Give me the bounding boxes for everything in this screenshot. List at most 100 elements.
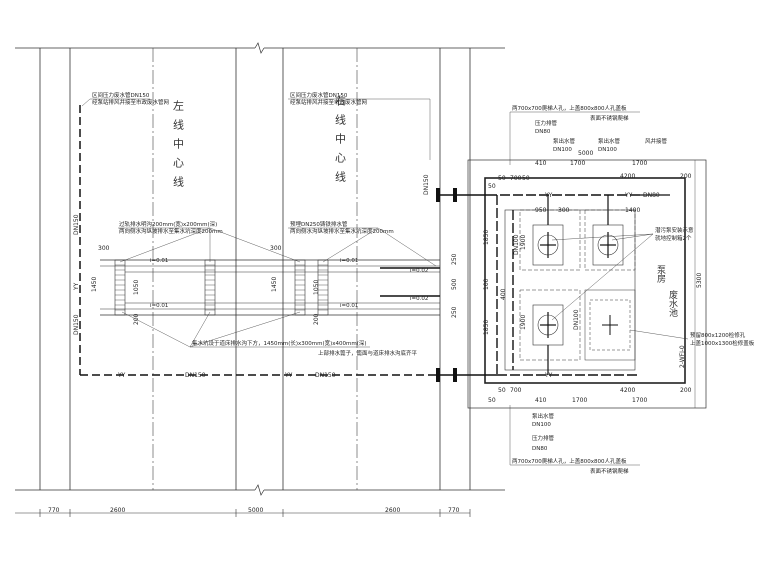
track-dim-1450-a: 1450: [91, 277, 98, 292]
dim-1400: 1400: [625, 207, 640, 214]
pipe-note-right-2: 经泵站排风井接至市政废水管网: [290, 98, 368, 106]
manhole-top-left: [519, 209, 581, 271]
dim-1700-b: 1700: [632, 160, 647, 167]
bot-note-1: 两700x700爬梯人孔，上盖800x800人孔盖板: [512, 457, 627, 465]
slope-label-1: i=0.01: [150, 258, 168, 264]
hatch-note-1: 预留800x1200检修孔: [690, 331, 746, 339]
note-grate-1: 过轨排水明沟200mm(宽)x200mm(深): [119, 220, 217, 228]
track-dim-300-b: 300: [270, 245, 282, 252]
pump-room-label: 泵房: [655, 265, 666, 284]
leader-grate-a: [119, 227, 211, 263]
left-pipe-dn150: DN150: [73, 214, 80, 235]
dim-700-bot: 700: [510, 387, 522, 394]
pump-note-1: 潜污泵安装示意: [655, 226, 694, 234]
dim-50-top-b: 50: [488, 183, 496, 190]
pipe-note-left-1: 区间压力废水管DN150: [92, 91, 150, 99]
dim-50-top-a: 50: [498, 175, 506, 182]
pump-3: [532, 304, 564, 346]
bottom-dim-2600-a: 2600: [110, 507, 125, 514]
track-dim-1450-b: 1450: [271, 277, 278, 292]
dim-200-bot: 200: [680, 387, 692, 394]
dim-200-top: 200: [680, 173, 692, 180]
note-pipe-1: 预埋DN250铸铁排水管: [290, 220, 348, 228]
leader-pit-a: [121, 311, 191, 348]
left-centerline-label: 左线中心线: [172, 100, 185, 195]
dim-300: 300: [558, 207, 570, 214]
dim-400: 400: [500, 288, 507, 300]
slope-label-2: i=0.01: [150, 303, 168, 309]
grate-1: [114, 259, 126, 316]
grate-3-hatch: [295, 264, 305, 311]
bot-note-2: 表面不锈钢爬梯: [590, 467, 629, 475]
bot-pipe-1: 泵出水管: [532, 412, 555, 420]
grate-3: [294, 259, 306, 316]
pump-2: [592, 224, 624, 266]
dim-4200-bot: 4200: [620, 387, 635, 394]
pump-1: [532, 224, 564, 266]
dim-50-bot-b: 50: [488, 397, 496, 404]
bottom-pipe-yy: YY: [284, 372, 293, 379]
dim-50-top-c: 50: [522, 175, 530, 182]
dim-4200-top: 4200: [620, 173, 635, 180]
wall-sleeve-2: [453, 188, 457, 202]
pump-note-2: 就地控制箱2个: [655, 234, 692, 242]
leader-grate-c: [209, 227, 301, 263]
sump-label: 废水池: [667, 289, 678, 317]
top-pipe-7: 风井接管: [645, 137, 668, 145]
pump-leader-2: [551, 233, 654, 241]
well-label: 2-WFJ-0: [679, 345, 686, 368]
dim-50-bot-a: 50: [498, 387, 506, 394]
wall-sleeve-4: [453, 368, 457, 382]
pump-leader-3: [551, 233, 654, 321]
track-dim-1050-a: 1050: [133, 280, 140, 295]
dim-950: 950: [535, 207, 547, 214]
dim-1900-b: 1900: [520, 315, 527, 330]
station-dn100-side-b: DN100: [573, 309, 580, 330]
grate-2: [204, 259, 216, 316]
top-pipe-4: DN100: [553, 147, 572, 153]
dim-1900-a: 1900: [520, 235, 527, 250]
track-dim-200-a: 200: [133, 313, 140, 325]
grate-4-hatch: [318, 264, 328, 311]
grate-1-hatch: [115, 264, 125, 311]
top-pipe-3: 泵出水管: [553, 137, 576, 145]
station-pipe-yy-2: YY: [624, 192, 633, 199]
station-pipe-dn80: DN80: [643, 192, 660, 199]
hatch-bottom-right: [584, 289, 636, 361]
bot-pipe-2: DN100: [532, 422, 551, 428]
dim-250-a: 250: [451, 253, 458, 265]
slope-label-6: i=0.02: [410, 296, 428, 302]
dim-1850-a: 1850: [483, 230, 490, 245]
manhole-top-right: [584, 209, 636, 271]
wall-sleeve-3: [436, 368, 440, 382]
slope-label-3: i=0.01: [340, 258, 358, 264]
station-wall: [484, 177, 686, 384]
left-pipe-dn150-b: DN150: [73, 314, 80, 335]
hatch-inner: [589, 299, 631, 351]
station-outline: [467, 159, 707, 409]
top-note-1: 两700x700爬梯人孔，上盖800x800人孔盖板: [512, 104, 627, 112]
slope-label-4: i=0.01: [340, 303, 358, 309]
break-symbol-top: [254, 42, 265, 54]
bottom-pipe-dn150-a: DN150: [185, 372, 206, 379]
manhole-bottom-left: [519, 289, 581, 361]
bottom-dim-ticks: [39, 509, 471, 517]
dim-250-b: 250: [451, 306, 458, 318]
top-pipe-5: 泵出水管: [598, 137, 621, 145]
note-pit-1: 集水坑设于道床排水沟下方，1450mm(长)x300mm(宽)x400mm(深): [192, 339, 367, 347]
leader-pipe-a: [322, 227, 379, 263]
pipe-note-left-2: 经泵站排风井接至市政废水管网: [92, 98, 170, 106]
dim-5300: 5300: [696, 273, 703, 288]
bottom-dim-770-a: 770: [48, 507, 60, 514]
right-centerline-label: 右线中心线: [334, 94, 347, 190]
hatch-leader: [629, 329, 689, 340]
bottom-pipe-dn150-b: DN150: [315, 372, 336, 379]
pump-leader-1: [611, 233, 654, 241]
dim-410-bot: 410: [535, 397, 547, 404]
dim-1850-b: 1850: [483, 320, 490, 335]
bottom-pipe-yy-left: YY: [117, 372, 126, 379]
leader-pit-c: [189, 311, 301, 348]
dim-700-top: 700: [510, 175, 522, 182]
